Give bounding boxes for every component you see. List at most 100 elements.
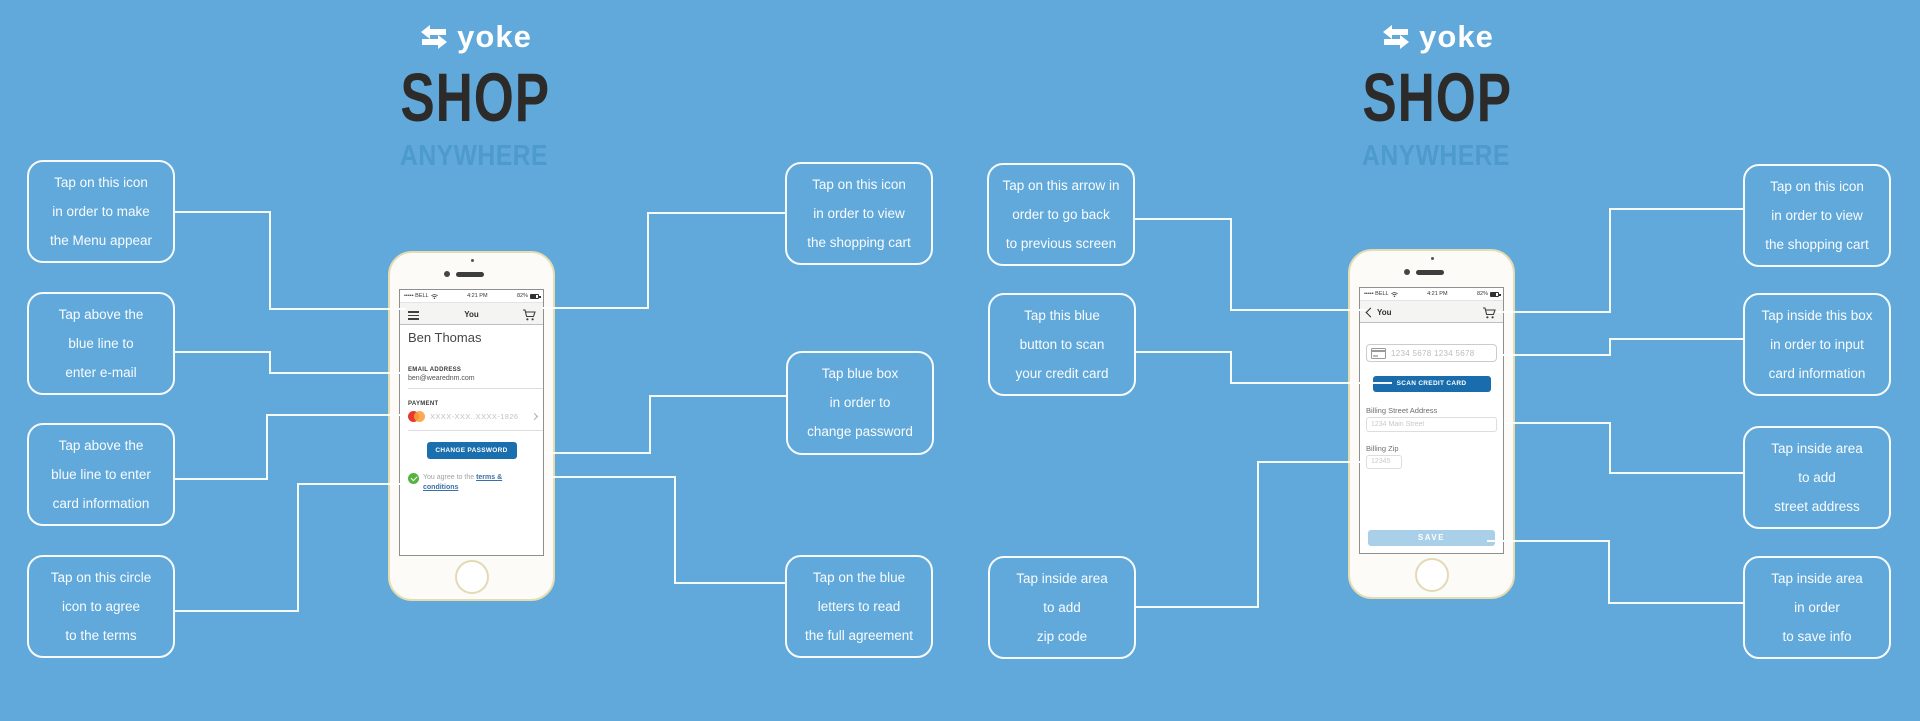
callout-full-agreement: Tap on the blue letters to read the full… [785, 555, 933, 658]
email-label: EMAIL ADDRESS [408, 367, 462, 373]
terms-prefix: You agree to the [423, 474, 477, 481]
yoke-arrows-icon [421, 25, 448, 49]
chevron-right-icon [530, 412, 539, 420]
connector-line [1487, 540, 1743, 604]
payment-row[interactable]: XXXX-XXX..XXXX-1826 [408, 409, 539, 423]
callout-line: Tap above the [58, 438, 144, 453]
callout-line: in order to view [813, 206, 905, 221]
callout-scan-card: Tap this blue button to scan your credit… [988, 293, 1136, 396]
logo-yoke-shop-left: yoke SHOP ANYWHERE [394, 14, 554, 172]
callout-line: change password [807, 424, 913, 439]
callout-line: icon to agree [61, 599, 141, 614]
callout-line: Tap inside area [1016, 571, 1108, 586]
nav-bar: You [1360, 300, 1503, 323]
callout-line: in order [1794, 600, 1840, 615]
email-value[interactable]: ben@wearednm.com [408, 375, 475, 382]
yoke-arrows-icon [1383, 25, 1410, 49]
callout-line: the shopping cart [807, 235, 911, 250]
account-screen: ••••• BELL 4:21 PM 82% You [399, 289, 544, 556]
callout-line: button to scan [1019, 337, 1105, 352]
connector-line [1504, 422, 1743, 474]
callout-change-password: Tap blue box in order to change password [786, 351, 934, 455]
cart-icon[interactable] [522, 309, 536, 321]
connector-line [175, 351, 400, 374]
card-number-input[interactable]: 1234 5678 1234 5678 [1366, 344, 1497, 362]
callout-line: in order to view [1771, 208, 1863, 223]
connector-line [549, 476, 785, 584]
menu-icon[interactable] [408, 311, 419, 322]
callout-line: Tap inside this box [1761, 308, 1873, 323]
callout-line: the Menu appear [49, 233, 153, 248]
callout-go-back: Tap on this arrow in order to go back to… [987, 163, 1135, 266]
callout-line: to add [1798, 470, 1836, 485]
callout-line: to previous screen [1005, 236, 1117, 251]
logo-subtitle: ANYWHERE [400, 138, 548, 172]
callout-line: Tap inside area [1771, 571, 1863, 586]
brand-name: yoke [1419, 19, 1494, 54]
callout-line: Tap on this icon [812, 177, 906, 192]
back-chevron-icon[interactable] [1365, 307, 1376, 318]
callout-line: Tap on this icon [1770, 179, 1864, 194]
callout-line: the full agreement [804, 628, 914, 643]
terms-row: You agree to the terms & conditions [408, 473, 531, 493]
callout-line: to the terms [65, 628, 137, 643]
wifi-icon [430, 293, 438, 299]
callout-line: blue line to enter [51, 467, 151, 482]
nav-title: You [1377, 308, 1392, 317]
nav-bar: You [400, 302, 543, 325]
zip-input[interactable]: 12345 [1366, 455, 1402, 469]
status-time: 4:21 PM [467, 293, 488, 299]
callout-line: zip code [1036, 629, 1088, 644]
callout-line: in order to [829, 395, 891, 410]
status-time: 4:21 PM [1427, 291, 1448, 297]
scan-credit-card-button[interactable]: SCAN CREDIT CARD [1372, 376, 1491, 392]
callout-save-info: Tap inside area in order to save info [1743, 556, 1891, 659]
change-password-button[interactable]: CHANGE PASSWORD [426, 442, 517, 459]
cart-icon[interactable] [1482, 307, 1496, 319]
speaker-grille [1416, 270, 1444, 275]
terms-link[interactable]: terms & conditions [423, 474, 503, 491]
callout-line: in order to input [1770, 337, 1864, 352]
home-button[interactable] [1414, 558, 1449, 592]
status-bar: ••••• BELL 4:21 PM 82% [400, 290, 543, 302]
card-number-placeholder: 1234 5678 1234 5678 [1391, 348, 1475, 358]
connector-line [1496, 208, 1743, 313]
callout-line: card information [52, 496, 150, 511]
connector-line [1499, 338, 1743, 356]
home-button[interactable] [454, 560, 489, 594]
wifi-icon [1390, 291, 1398, 297]
callout-line: enter e-mail [65, 365, 137, 380]
card-number-masked: XXXX-XXX..XXXX-1826 [430, 411, 519, 421]
callout-line: your credit card [1015, 366, 1109, 381]
card-entry-screen: ••••• BELL 4:21 PM 82% You [1359, 287, 1504, 554]
callout-line: letters to read [817, 599, 901, 614]
callout-line: in order to make [52, 204, 150, 219]
callout-line: order to go back [1012, 207, 1110, 222]
connector-line [542, 212, 785, 309]
check-icon[interactable] [408, 473, 419, 484]
brand-name: yoke [457, 19, 532, 54]
callout-line: the shopping cart [1765, 237, 1869, 252]
save-button[interactable]: SAVE [1368, 530, 1495, 546]
callout-line: Tap blue box [821, 366, 899, 381]
connector-line [1135, 218, 1366, 311]
street-address-input[interactable]: 1234 Main Street [1366, 417, 1497, 432]
connector-line [546, 395, 786, 454]
callout-line: Tap on this arrow in [1002, 178, 1120, 193]
phone-card-mockup: ••••• BELL 4:21 PM 82% You [1348, 249, 1515, 599]
callout-line: Tap inside area [1771, 441, 1863, 456]
credit-card-icon [1371, 347, 1386, 359]
front-camera [1404, 269, 1410, 275]
front-camera [444, 271, 450, 277]
nav-title: You [464, 310, 479, 319]
speaker-grille [456, 272, 484, 277]
billing-zip-label: Billing Zip [1366, 444, 1399, 453]
profile-name: Ben Thomas [408, 330, 482, 345]
payment-label: PAYMENT [408, 401, 439, 407]
mastercard-icon [408, 410, 425, 422]
divider [408, 430, 543, 431]
logo-title: SHOP [1362, 58, 1513, 136]
billing-street-label: Billing Street Address [1366, 406, 1438, 415]
